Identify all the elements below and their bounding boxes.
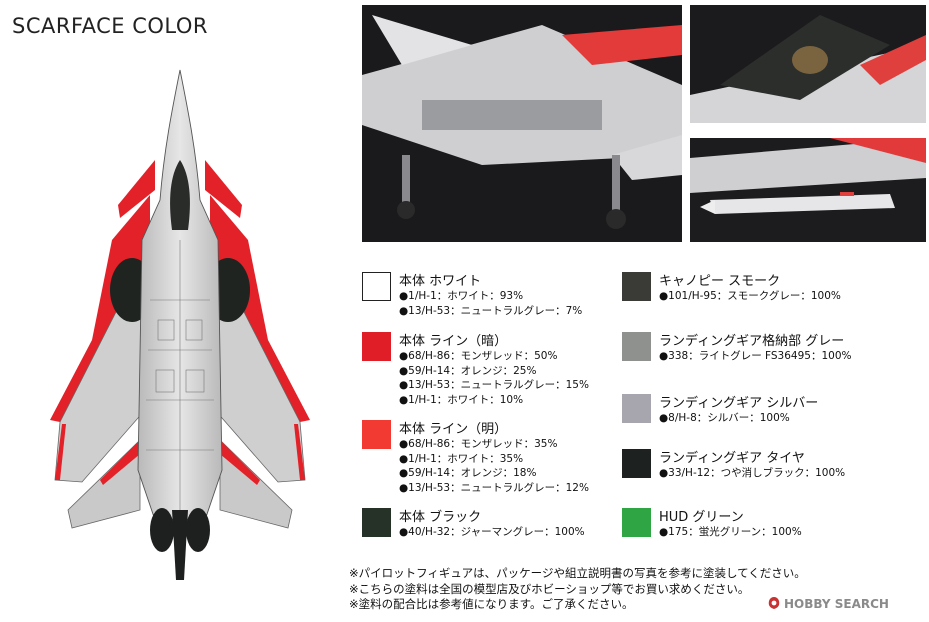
paint-mix-list: ●68/H-86：モンザレッド：50% ●59/H-14：オレンジ：25% ●13/… (399, 349, 589, 408)
paint-mix-line: ●338：ライトグレー FS36495：100% (659, 350, 852, 362)
swatch-name: HUD グリーン (659, 510, 744, 525)
paint-mix-line: ●59/H-14：オレンジ：18% (399, 467, 537, 480)
note-2: ※こちらの塗料は全国の模型店及びホビーショップ等でお買い求めください。 (349, 581, 750, 596)
color-swatch (362, 332, 391, 361)
model-photo-missile (690, 138, 926, 242)
model-photo-cockpit (690, 5, 926, 123)
notes: ※パイロットフィギュアは、パッケージや組立説明書の写真を参考に塗装してください。… (349, 566, 806, 613)
paint-mix-line: ●59/H-14：オレンジ：25% (399, 364, 537, 377)
swatch-name: キャノピー スモーク (659, 274, 781, 289)
color-swatch (622, 394, 651, 423)
paint-mix-list: ●338：ライトグレー FS36495：100% (659, 349, 851, 364)
swatch-name: 本体 ライン（暗） (399, 334, 508, 349)
hobby-search-watermark: HOBBY SEARCH (767, 596, 889, 611)
note-1: ※パイロットフィギュアは、パッケージや組立説明書の写真を参考に塗装してください。 (349, 566, 806, 580)
left-tail-red (100, 440, 140, 485)
paint-mix-list: ●101/H-95：スモークグレー：100% (659, 289, 841, 304)
aircraft-illustration (50, 69, 310, 580)
paint-mix-line: ●40/H-32：ジャーマングレー：100% (399, 526, 585, 538)
paint-mix-line: ●175：蛍光グリーン：100% (659, 526, 802, 538)
panel-lines (146, 240, 214, 510)
watermark-text: HOBBY SEARCH (784, 597, 889, 611)
color-swatch (622, 449, 651, 478)
color-swatch (622, 272, 651, 301)
canopy (170, 160, 190, 230)
model-photo-underside (362, 5, 682, 242)
swatch-name: 本体 ホワイト (399, 274, 482, 289)
paint-mix-line: ●1/H-1：ホワイト：10% (399, 394, 524, 407)
left-wing-red-edge (50, 195, 150, 422)
paint-mix-line: ●68/H-86：モンザレッド：50% (399, 350, 558, 362)
paint-mix-line: ●101/H-95：スモークグレー：100% (659, 290, 841, 302)
right-wing-red-edge (210, 195, 310, 422)
hobby-search-logo-icon (768, 597, 780, 609)
paint-mix-line: ●1/H-1：ホワイト：35% (399, 452, 524, 465)
color-swatch (362, 272, 391, 301)
note-3: ※塗料の配合比は参考値になります。ご了承ください。 (349, 597, 634, 611)
swatch-name: 本体 ブラック (399, 510, 482, 525)
paint-mix-line: ●8/H-8：シルバー：100% (659, 412, 790, 424)
page-title: SCARFACE COLOR (12, 14, 208, 38)
right-wing-stripe (294, 424, 305, 480)
tail-cone (172, 510, 188, 580)
left-wing-stripe (55, 424, 66, 480)
swatch-name: ランディングギア シルバー (659, 396, 819, 411)
left-canard-red (118, 160, 155, 218)
right-nozzle (186, 508, 210, 552)
paint-mix-list: ●68/H-86：モンザレッド：35% ●1/H-1：ホワイト：35% ●59/H-… (399, 437, 589, 496)
color-swatch (362, 508, 391, 537)
paint-mix-line: ●13/H-53：ニュートラルグレー：12% (399, 482, 589, 495)
swatch-name: ランディングギア タイヤ (659, 451, 805, 466)
paint-mix-list: ●40/H-32：ジャーマングレー：100% (399, 525, 585, 540)
paint-mix-line: ●13/H-53：ニュートラルグレー：7% (399, 304, 583, 317)
right-tail-red (220, 440, 260, 485)
paint-mix-list: ●33/H-12：つや消しブラック：100% (659, 466, 845, 481)
paint-mix-line: ●13/H-53：ニュートラルグレー：15% (399, 379, 589, 392)
right-canard-red (205, 160, 242, 218)
swatch-name: ランディングギア格納部 グレー (659, 334, 845, 349)
swatch-name: 本体 ライン（明） (399, 422, 508, 437)
color-swatch (362, 420, 391, 449)
paint-mix-list: ●1/H-1：ホワイト：93% ●13/H-53：ニュートラルグレー：7% (399, 289, 582, 318)
color-swatch (622, 332, 651, 361)
paint-mix-line: ●68/H-86：モンザレッド：35% (399, 438, 558, 450)
paint-mix-list: ●175：蛍光グリーン：100% (659, 525, 802, 540)
paint-mix-list: ●8/H-8：シルバー：100% (659, 411, 790, 426)
left-nozzle (150, 508, 174, 552)
color-swatch (622, 508, 651, 537)
paint-mix-line: ●1/H-1：ホワイト：93% (399, 290, 524, 302)
paint-mix-line: ●33/H-12：つや消しブラック：100% (659, 467, 846, 479)
